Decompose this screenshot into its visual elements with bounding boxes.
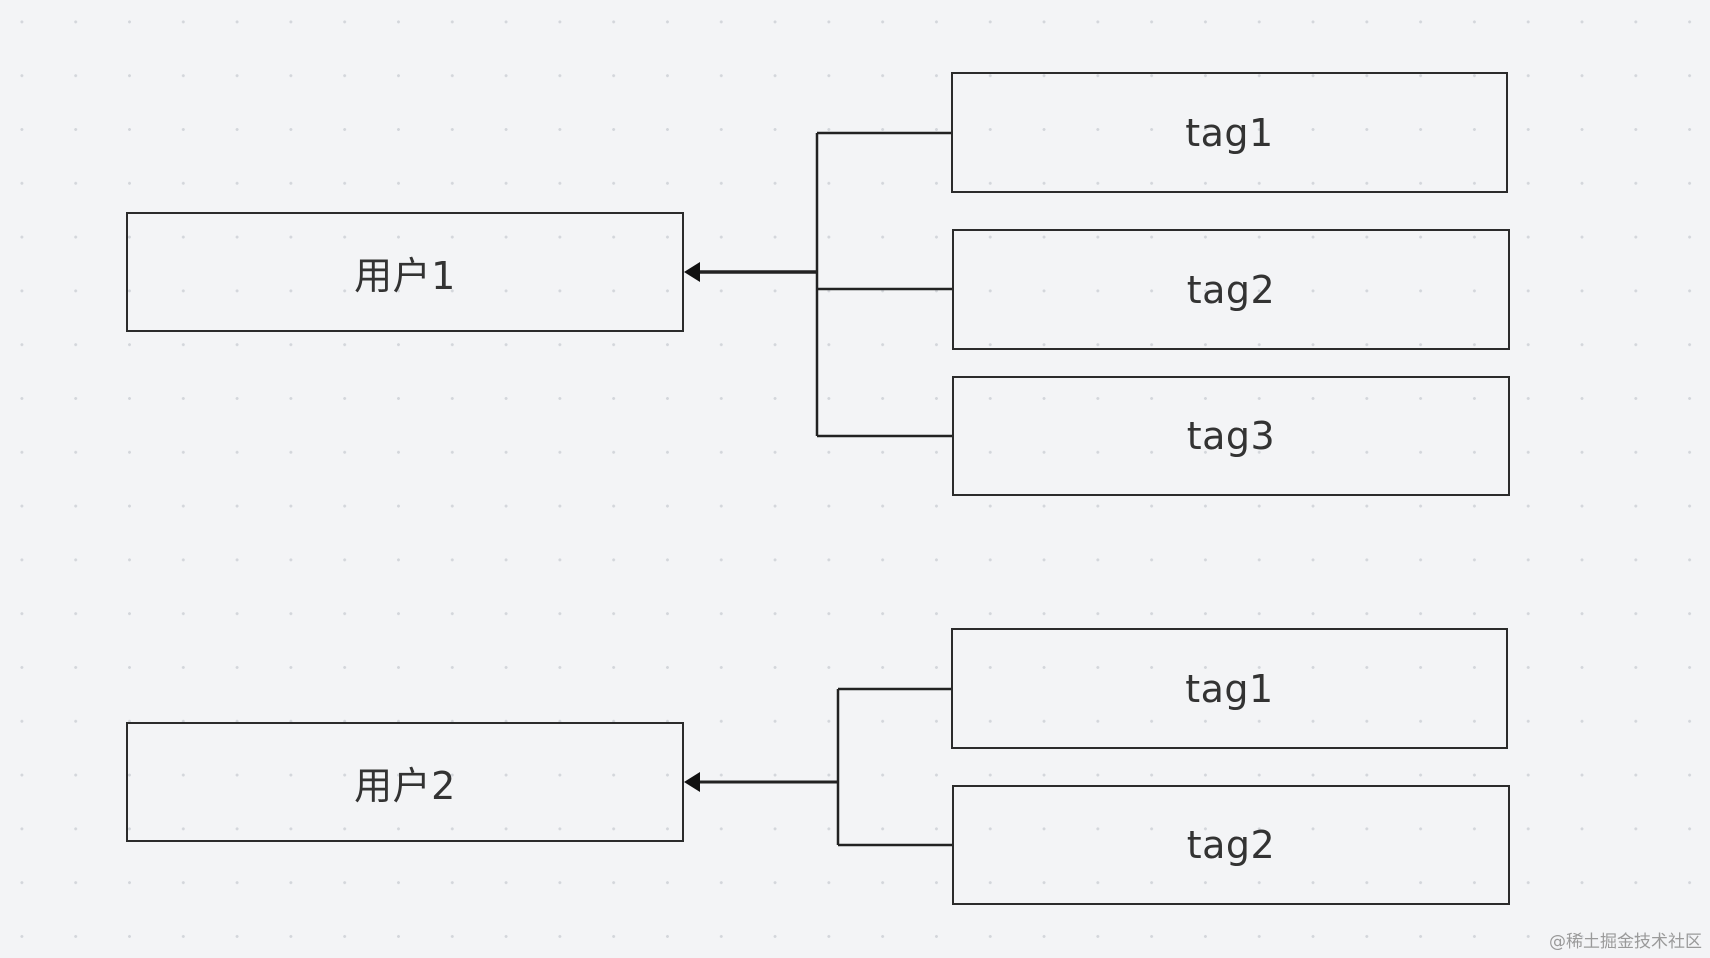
user-node-1-label: 用户1	[354, 253, 456, 298]
tag-node-1-2[interactable]: tag2	[952, 229, 1510, 350]
tag-node-2-2-label: tag2	[1186, 823, 1276, 867]
group-2-connectors	[684, 687, 953, 847]
arrowhead-user-2	[684, 772, 700, 792]
tag-node-1-3-label: tag3	[1186, 414, 1276, 458]
tag-node-1-1-label: tag1	[1185, 110, 1274, 155]
user-node-2-label: 用户2	[354, 763, 456, 808]
tag-node-2-1[interactable]: tag1	[951, 628, 1508, 749]
user-node-2[interactable]: 用户2	[126, 722, 684, 842]
user-node-1[interactable]: 用户1	[126, 212, 684, 332]
tag-node-2-2[interactable]: tag2	[952, 785, 1510, 905]
tag-node-1-1[interactable]: tag1	[951, 72, 1508, 193]
tag-node-1-3[interactable]: tag3	[952, 376, 1510, 496]
tag-node-2-1-label: tag1	[1185, 666, 1274, 711]
group-1-connectors	[684, 131, 953, 438]
arrowhead-user-1	[684, 262, 700, 282]
tag-node-1-2-label: tag2	[1186, 267, 1276, 312]
watermark-text: @稀土掘金技术社区	[1549, 932, 1702, 952]
